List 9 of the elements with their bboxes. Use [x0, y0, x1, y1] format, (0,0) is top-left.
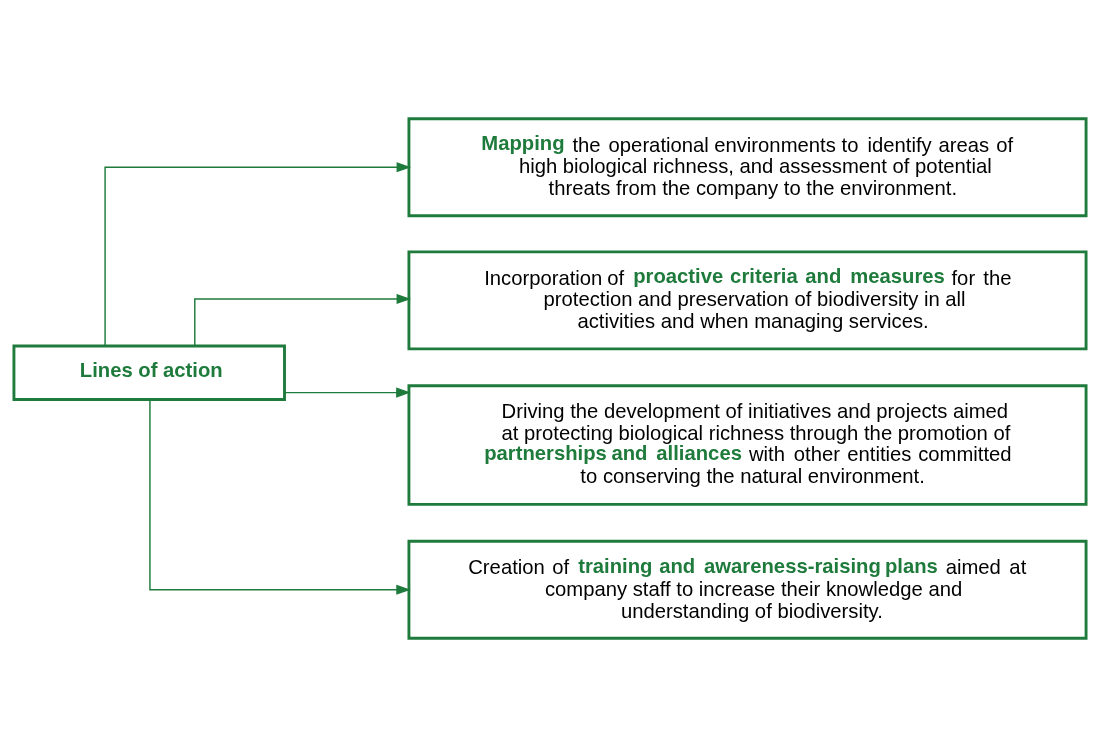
node-box: Lines of action	[12, 344, 286, 401]
arrow	[104, 161, 412, 347]
node-box: Mapping the operational environments to identify areas of high biological richness, and assessment of potential threats from the company to the environment.	[407, 116, 1088, 217]
node-box: Incorporation of proactive criteria and measures for the protection and preservation of biodiversity in all activities and when managing services.	[407, 249, 1088, 350]
arrow	[149, 398, 411, 595]
node-box: Driving the development of initiatives and projects aimed at protecting biological richness through the promotion of partnerships and alliances with other entities committed to conserving the natural environment.	[407, 383, 1088, 506]
node-box: Creation of training and awareness-raising plans aimed at company staff to increase their knowledge and understanding of biodiversity.	[407, 539, 1088, 640]
arrow	[283, 387, 411, 398]
arrow	[194, 293, 412, 346]
